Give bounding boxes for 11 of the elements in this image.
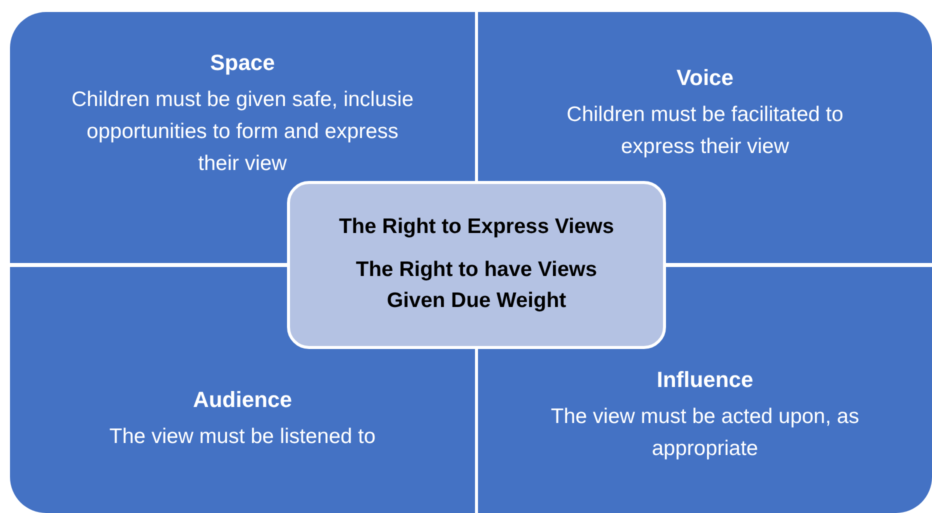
panel-heading: Space: [210, 49, 275, 77]
panel-heading: Voice: [676, 64, 734, 92]
panel-text: Children must be facilitated to express their view: [566, 102, 844, 160]
heading-text: The Right to Express Views: [338, 214, 614, 240]
panel-text: The view must be acted upon, as appropriate: [550, 404, 860, 462]
panel-heading: Audience: [192, 386, 292, 414]
panel-heading: Influence: [656, 366, 754, 394]
central-box: [287, 181, 666, 349]
panel-text: Children must be given safe, inclusie opportunities to form and express their view: [70, 87, 414, 177]
panel-text: The view must be listened to: [108, 424, 377, 450]
heading-text: The Right to have Views Given Due Weight: [354, 257, 598, 314]
